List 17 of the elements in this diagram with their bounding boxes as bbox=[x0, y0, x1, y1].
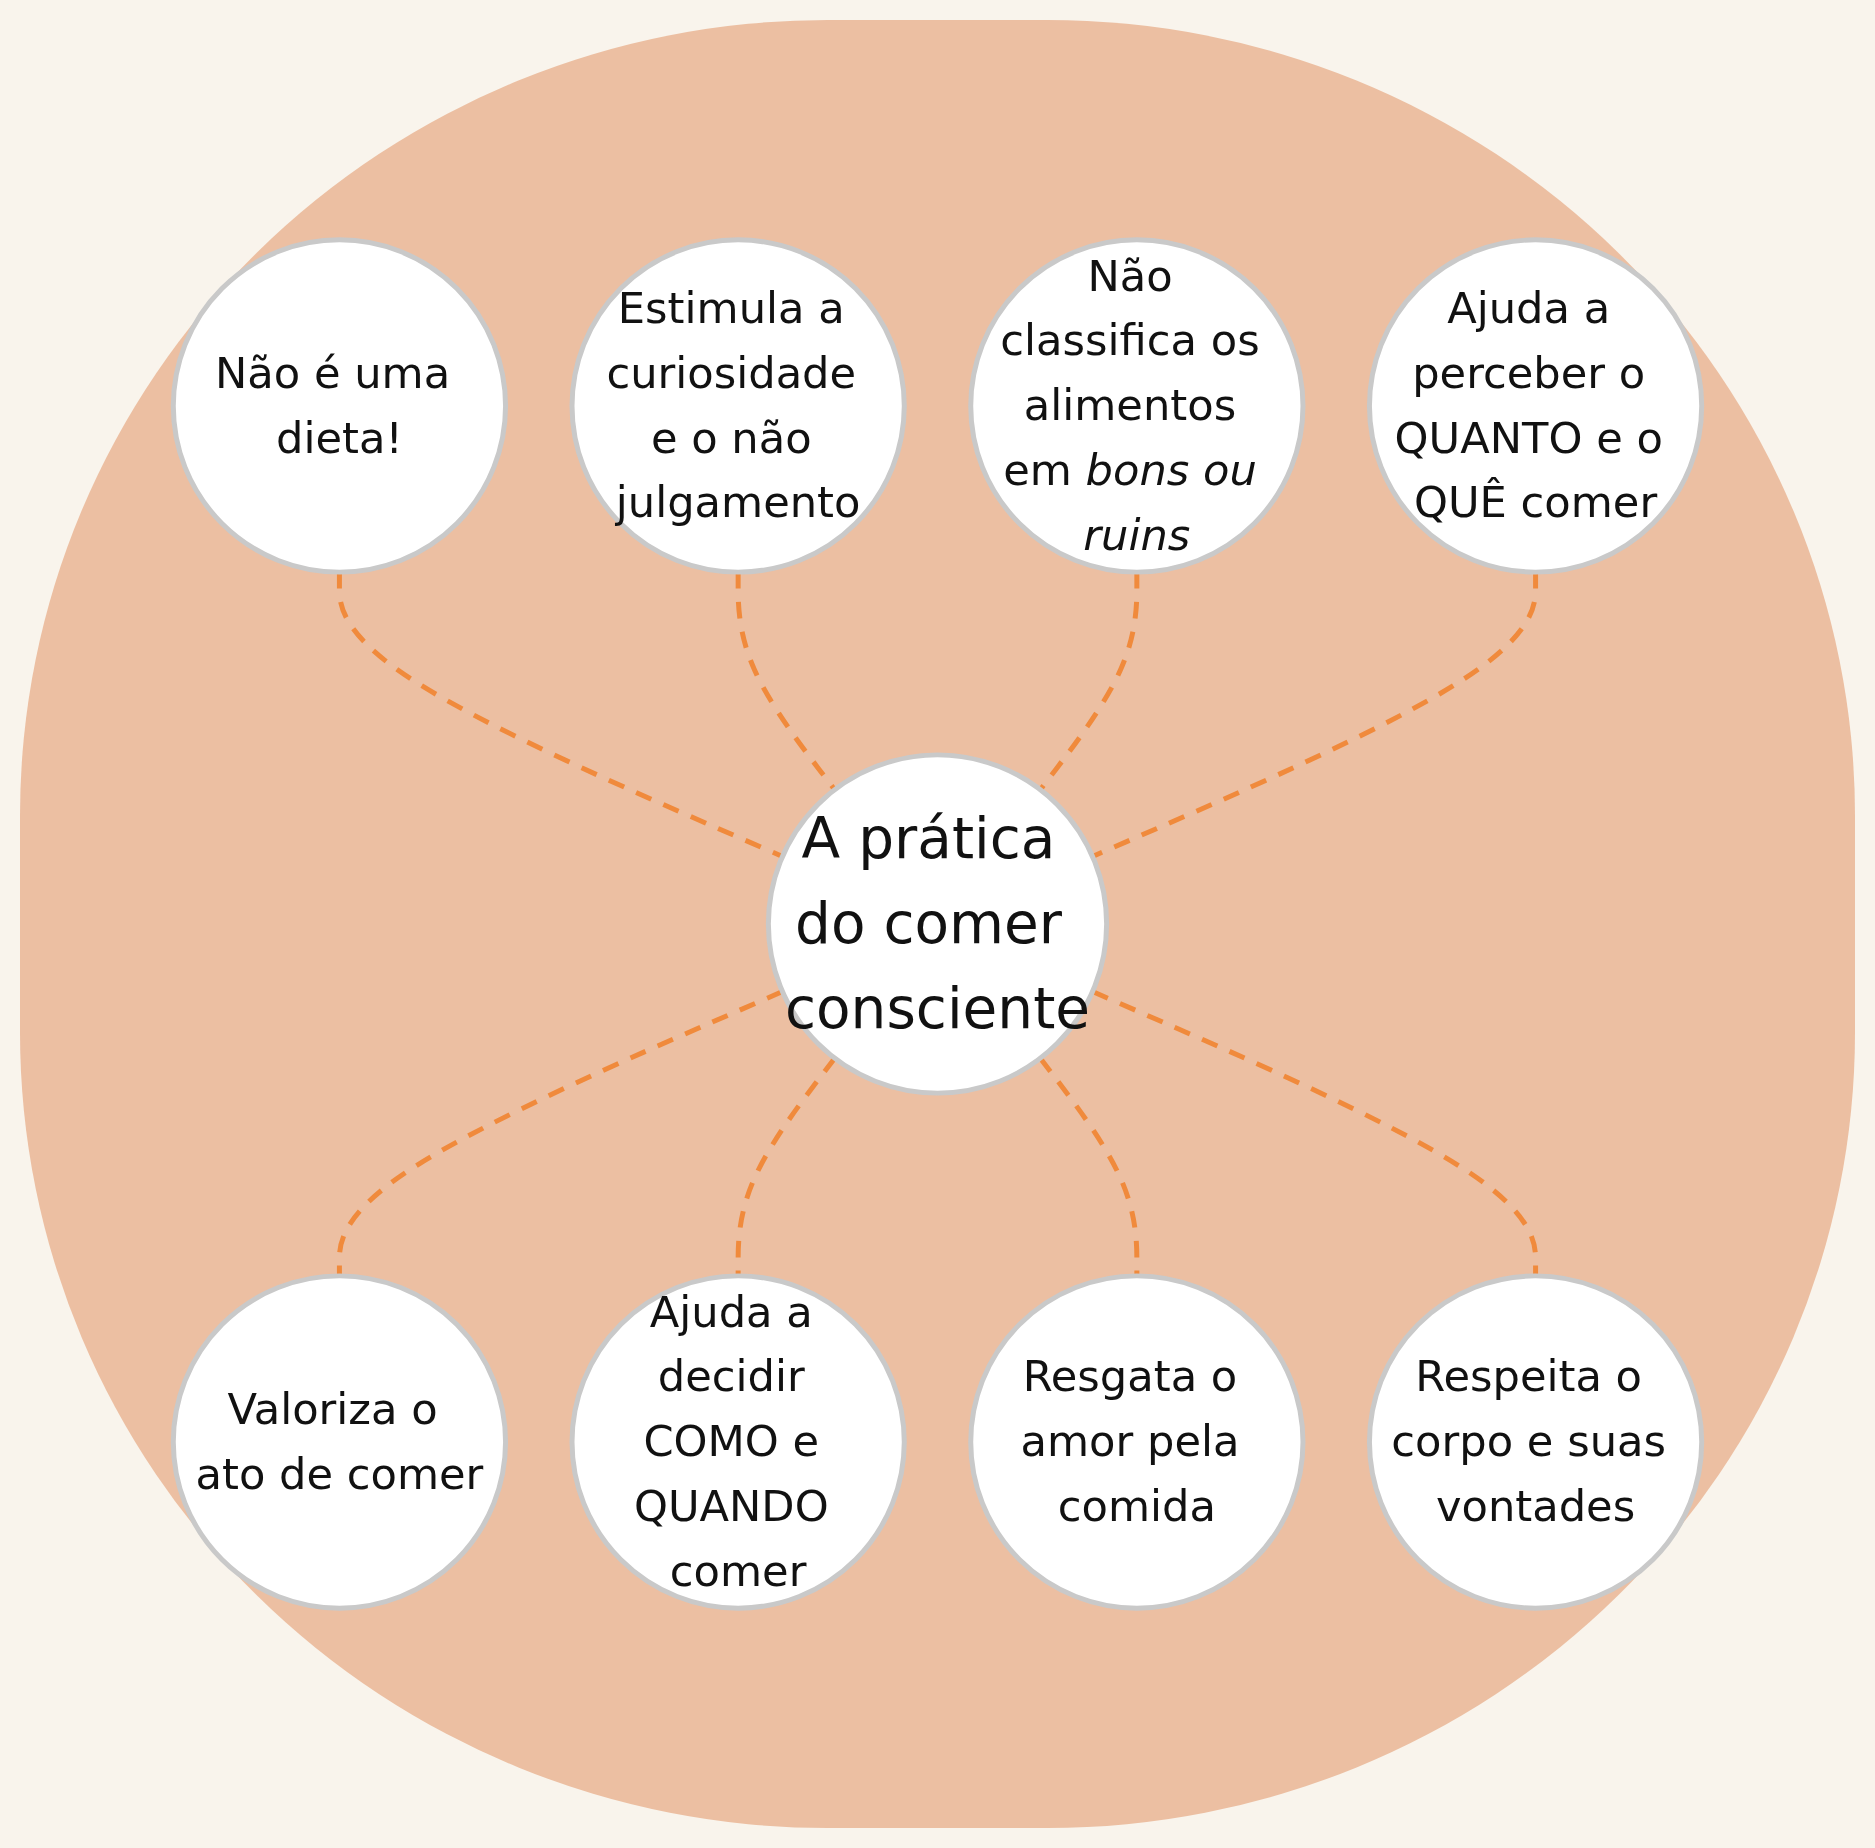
node-circle: A prática do comer consciente bbox=[765, 752, 1110, 1096]
node-circle: Não é uma dieta! bbox=[170, 237, 509, 575]
node-circle: Resgata o amor pela comida bbox=[968, 1273, 1306, 1611]
connector bbox=[1038, 1056, 1140, 1276]
connector bbox=[735, 1056, 837, 1276]
connector bbox=[336, 572, 784, 859]
connector bbox=[1091, 989, 1539, 1276]
connector bbox=[1091, 572, 1539, 859]
connector bbox=[735, 572, 837, 792]
node-circle: Ajuda a perceber o QUANTO e o QUÊ comer bbox=[1366, 237, 1705, 575]
node-circle: Ajuda a decidir COMO e QUANDO comer bbox=[569, 1273, 907, 1611]
connector bbox=[336, 989, 784, 1276]
node-circle: Estimula a curiosidade e o não julgamento bbox=[569, 237, 907, 575]
node-circle: Respeita o corpo e suas vontades bbox=[1366, 1273, 1705, 1611]
node-circle: Não classifica os alimentos em bons ou ruins bbox=[968, 237, 1306, 575]
connector bbox=[1038, 572, 1140, 792]
node-circle: Valoriza o ato de comer bbox=[170, 1273, 509, 1611]
